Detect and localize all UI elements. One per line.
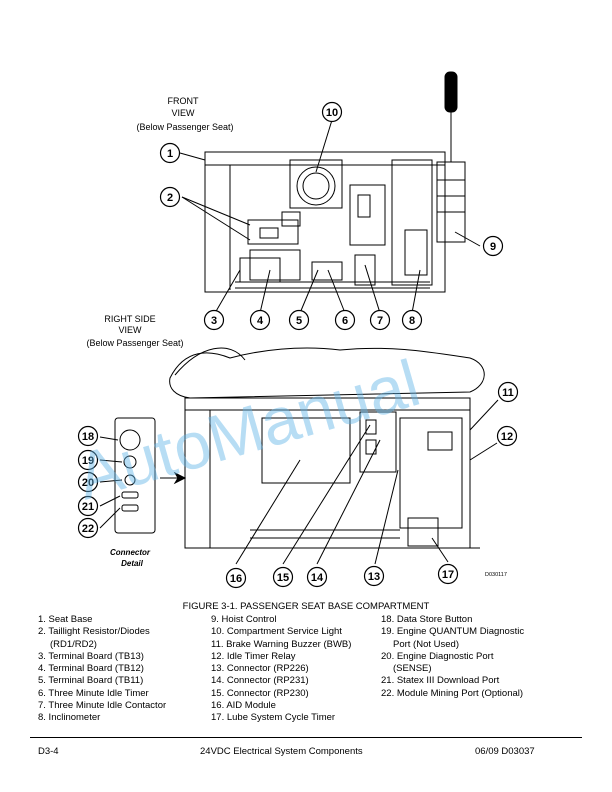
callout-17: 17 — [437, 563, 459, 585]
legend-item-continuation: (SENSE) — [393, 663, 432, 675]
callout-5: 5 — [288, 309, 310, 331]
callout-number: 7 — [377, 315, 383, 327]
side-view-drawing — [114, 347, 485, 549]
callout-number: 6 — [342, 315, 348, 327]
legend-item: 13. Connector (RP226) — [211, 663, 309, 675]
legend-item: 18. Data Store Button — [381, 614, 473, 625]
callout-6: 6 — [334, 309, 356, 331]
callout-number: 3 — [211, 315, 217, 327]
legend-item: 1. Seat Base — [38, 614, 93, 625]
callout-21: 21 — [77, 495, 99, 517]
watermark: AutoManual — [68, 345, 427, 513]
callout-22: 22 — [77, 517, 99, 539]
callout-number: 8 — [409, 315, 415, 327]
callout-12: 12 — [496, 425, 518, 447]
callout-20: 20 — [77, 471, 99, 493]
front-view-label-3: (Below Passenger Seat) — [136, 122, 233, 132]
callout-15: 15 — [272, 566, 294, 588]
callout-13: 13 — [363, 565, 385, 587]
callout-number: 10 — [326, 107, 338, 119]
callout-number: 18 — [82, 431, 94, 443]
legend-item: 6. Three Minute Idle Timer — [38, 687, 149, 699]
callout-1: 1 — [159, 142, 181, 164]
callout-19: 19 — [77, 449, 99, 471]
side-view-label-2: VIEW — [118, 325, 142, 335]
callout-number: 17 — [442, 569, 454, 581]
callout-9: 9 — [482, 235, 504, 257]
figure-caption: FIGURE 3-1. PASSENGER SEAT BASE COMPARTM… — [182, 601, 430, 612]
callout-number: 1 — [167, 148, 173, 160]
footer-divider — [30, 737, 582, 738]
legend-item: 9. Hoist Control — [211, 614, 277, 625]
legend-item: 11. Brake Warning Buzzer (BWB) — [211, 638, 352, 650]
callout-number: 15 — [277, 572, 289, 584]
front-view-label-2: VIEW — [171, 108, 195, 118]
callout-18: 18 — [77, 425, 99, 447]
legend-item: 16. AID Module — [211, 700, 276, 712]
callout-number: 9 — [490, 241, 496, 253]
legend-item: 4. Terminal Board (TB12) — [38, 663, 144, 675]
callout-number: 11 — [502, 387, 514, 399]
front-view-drawing — [204, 71, 466, 293]
front-view-label-1: FRONT — [168, 96, 199, 106]
legend-item: 5. Terminal Board (TB11) — [38, 675, 144, 687]
connector-detail-label-1: Connector — [110, 548, 151, 557]
legend-item: 22. Module Mining Port (Optional) — [381, 687, 524, 699]
arrow-icon — [160, 471, 187, 485]
connector-detail-label-2: Detail — [121, 559, 144, 568]
footer-date-code: 06/09 D03037 — [475, 746, 535, 757]
callout-number: 22 — [82, 523, 94, 535]
legend-item: 8. Inclinometer — [38, 712, 101, 724]
side-view-label-1: RIGHT SIDE — [104, 314, 155, 324]
callout-8: 8 — [401, 309, 423, 331]
callout-4: 4 — [249, 309, 271, 331]
callout-10: 10 — [321, 101, 343, 123]
legend-item: 15. Connector (RP230) — [211, 687, 309, 699]
callout-number: 12 — [501, 431, 513, 443]
legend-item: 7. Three Minute Idle Contactor — [38, 700, 167, 712]
callout-number: 14 — [311, 572, 324, 584]
callout-number: 5 — [296, 315, 302, 327]
legend-item: 3. Terminal Board (TB13) — [38, 650, 144, 662]
callout-11: 11 — [497, 381, 519, 403]
legend-item: 21. Statex III Download Port — [381, 675, 500, 687]
callout-2: 2 — [159, 186, 181, 208]
leader-lines — [99, 119, 499, 565]
drawing-id: D030117 — [485, 572, 507, 578]
legend-item: 10. Compartment Service Light — [211, 626, 342, 638]
callout-16: 16 — [225, 567, 247, 589]
callout-number: 19 — [82, 455, 94, 467]
legend-item: 2. Taillight Resistor/Diodes — [38, 626, 150, 638]
callout-number: 16 — [230, 573, 242, 585]
legend-item: 17. Lube System Cycle Timer — [211, 712, 336, 724]
callout-number: 21 — [82, 501, 94, 513]
passenger-seat-base-figure: FRONT VIEW (Below Passenger Seat) RIGHT … — [68, 71, 519, 589]
legend-item: 14. Connector (RP231) — [211, 675, 309, 687]
callout-number: 20 — [82, 477, 94, 489]
footer-page-number: D3-4 — [38, 746, 59, 757]
footer-title: 24VDC Electrical System Components — [200, 746, 363, 757]
callout-number: 4 — [257, 315, 264, 327]
legend-item: 12. Idle Timer Relay — [211, 650, 296, 662]
legend-item-continuation: (RD1/RD2) — [50, 638, 97, 650]
legend-item: 20. Engine Diagnostic Port — [381, 650, 494, 662]
callout-3: 3 — [203, 309, 225, 331]
legend-item: 19. Engine QUANTUM Diagnostic — [381, 626, 525, 638]
callout-number: 2 — [167, 192, 173, 204]
callout-14: 14 — [306, 566, 328, 588]
callout-7: 7 — [369, 309, 391, 331]
side-view-label-3: (Below Passenger Seat) — [86, 338, 183, 348]
legend-item-continuation: Port (Not Used) — [393, 638, 459, 650]
callout-number: 13 — [368, 571, 380, 583]
